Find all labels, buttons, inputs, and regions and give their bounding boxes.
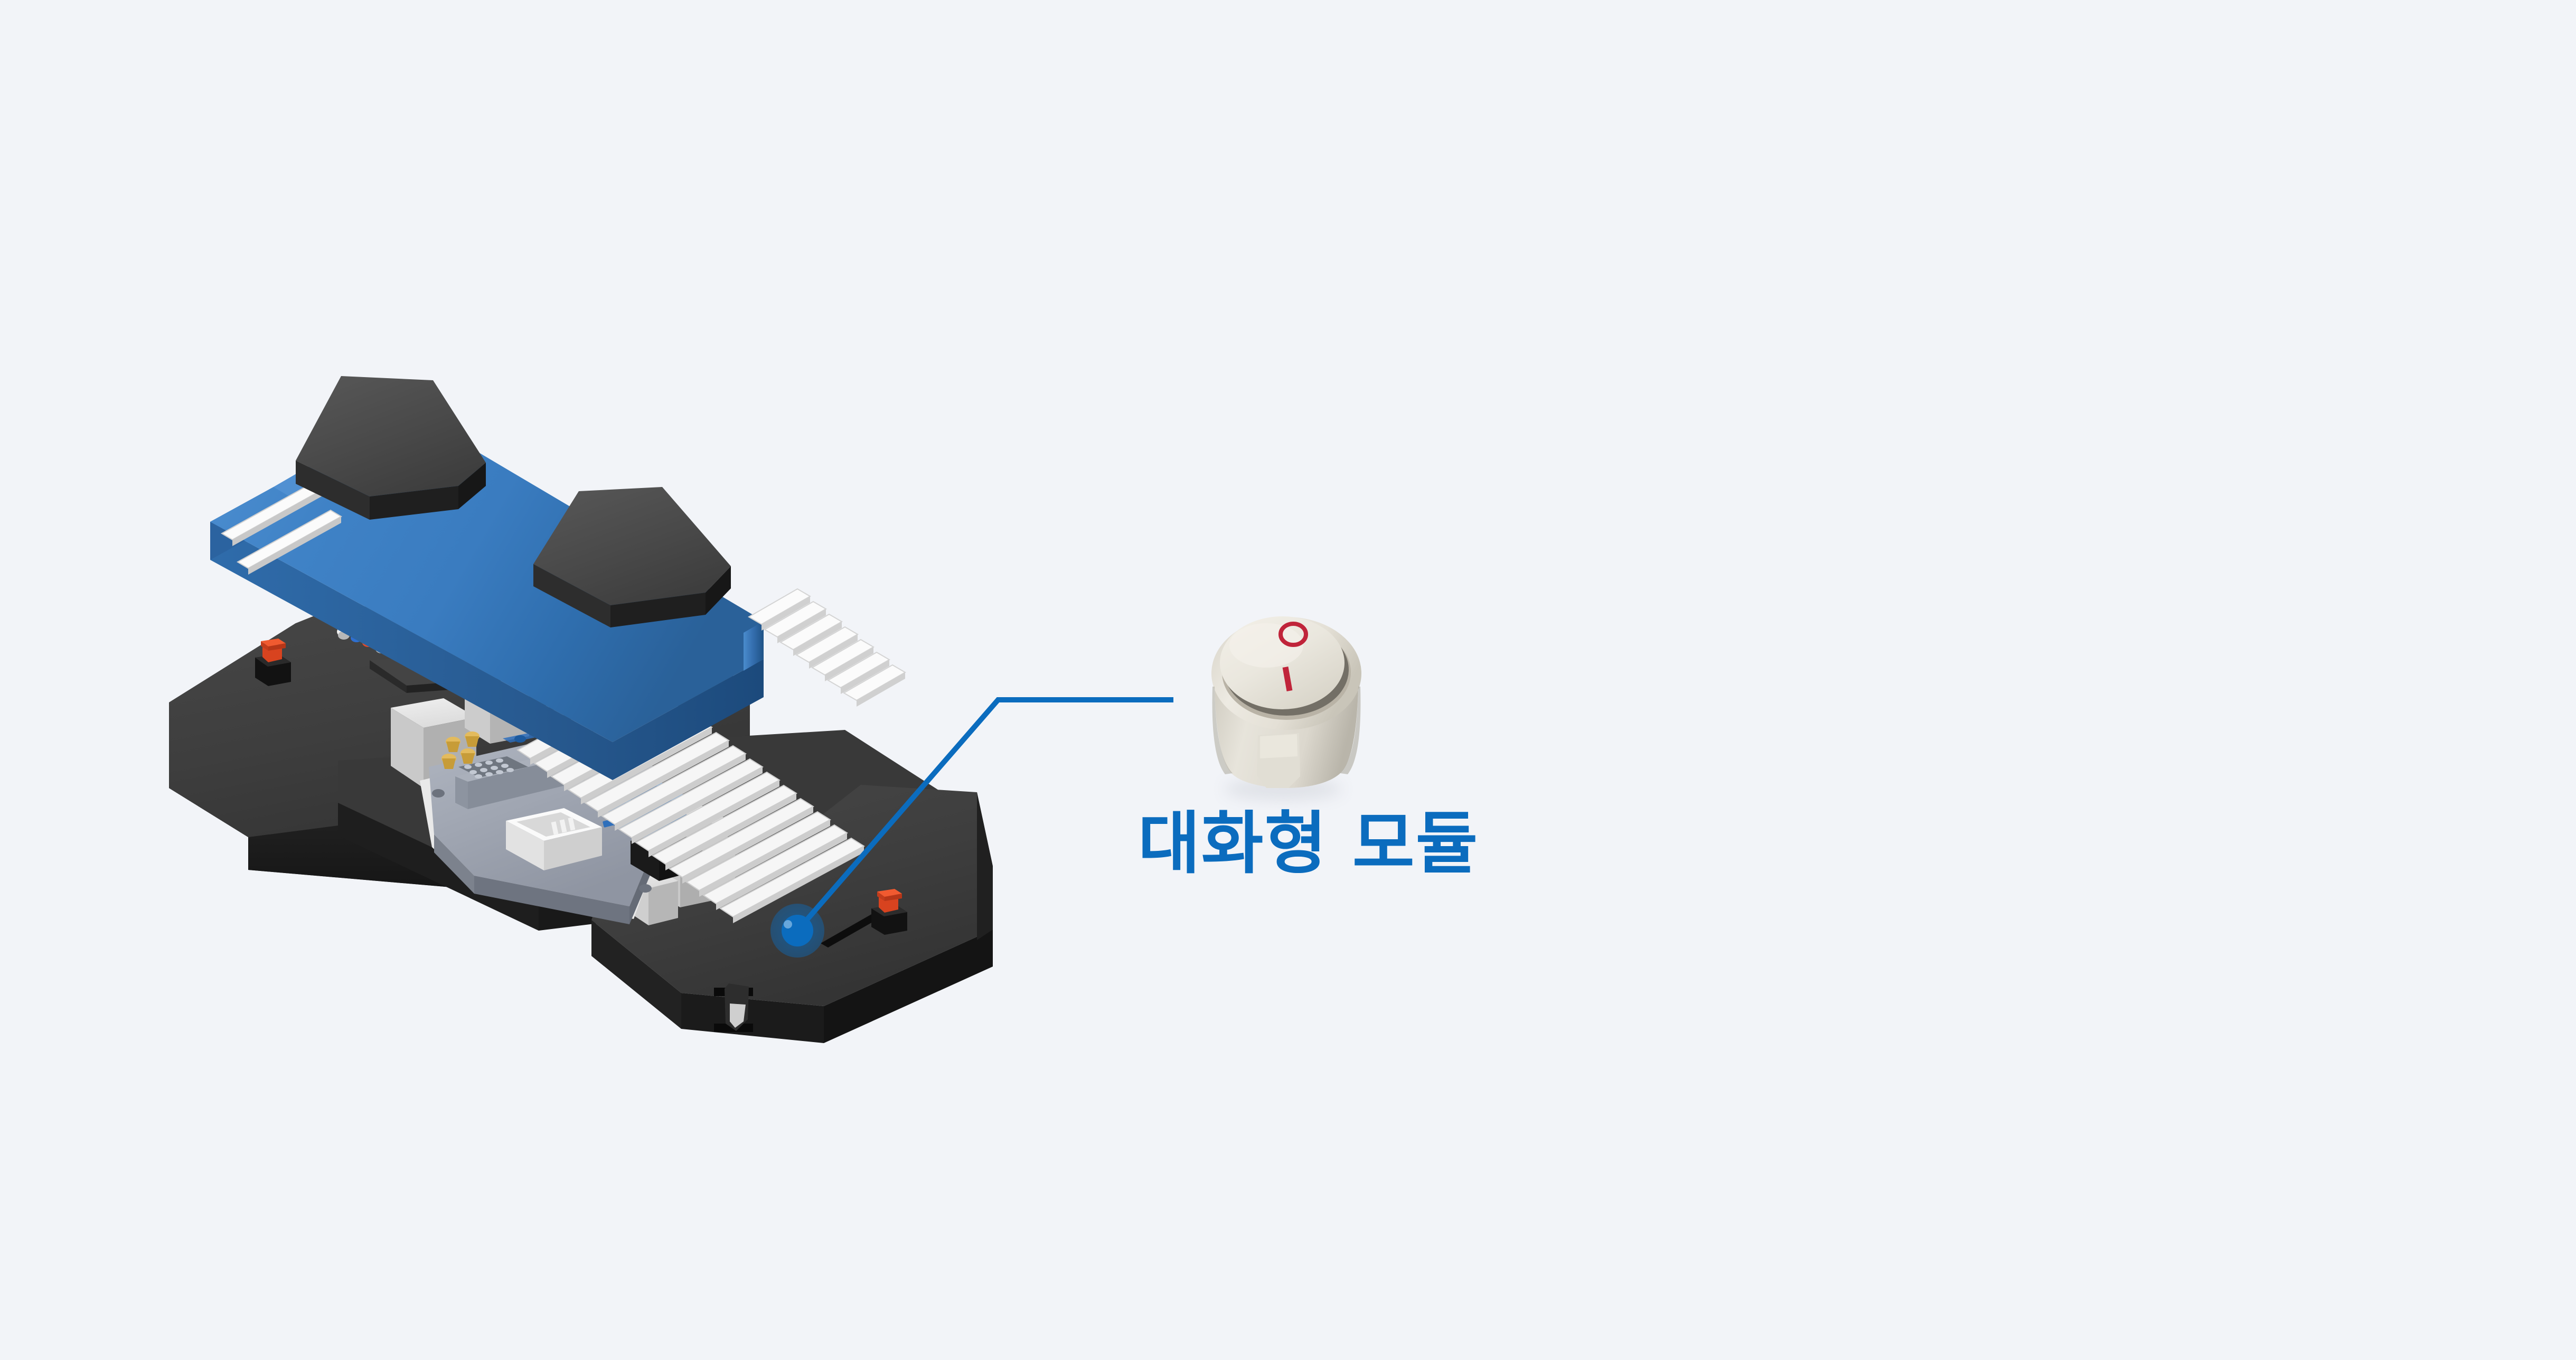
white-connector [506,808,602,870]
switch-mount-tab-face [1260,734,1298,758]
chassis-right-pad-side-left [591,920,681,1029]
ic-upper-side-right [458,463,486,509]
chassis-right-pad-side-back [977,792,993,940]
round-rocker-switch [1211,616,1361,801]
pin-header-row-back [748,588,906,707]
callout-leader-line [795,697,1173,933]
ic-upper-side-left [296,461,370,520]
module-side-front [474,876,629,924]
gold-pin-group [441,731,480,769]
module-side-left [434,834,474,894]
raised-plate-side [370,660,407,693]
chassis-bridge-front [338,803,539,931]
edge-connector-clip [714,983,753,1032]
callout-label: 대화형 모듈 [1138,804,1479,883]
switch-skirt-shade-right [1340,687,1361,774]
pcb-right-edge [744,621,764,671]
switch-marking-off-icon [1278,622,1308,647]
switch-cap-highlight [1229,623,1303,668]
switch-marking-on-icon [1282,667,1293,691]
tactile-button-left[interactable] [255,639,291,686]
mount-hole-a [432,789,445,798]
chassis-right-pad-side-right [824,930,993,1043]
switch-skirt-shade-left [1212,687,1233,774]
contact-grid [458,756,528,779]
ic-upper-top [296,376,486,496]
ic-lower-top [533,487,731,605]
ic-package-lower [533,487,731,627]
module-logo-icon [514,735,526,743]
tactile-button-right[interactable] [871,889,907,935]
mount-hole-b [639,884,652,893]
mounting-slot [821,909,887,948]
hotspot-marker[interactable] [770,904,824,958]
hotspot-glint [784,920,792,928]
ic-lower-front [610,593,706,627]
lead-wire-group [221,481,342,575]
ic-lower-side-left [533,564,610,627]
ic-lower-side-right [706,566,731,615]
ic-upper-front [370,486,458,520]
ic-package-upper [296,376,486,520]
hotspot-dot [782,915,813,946]
